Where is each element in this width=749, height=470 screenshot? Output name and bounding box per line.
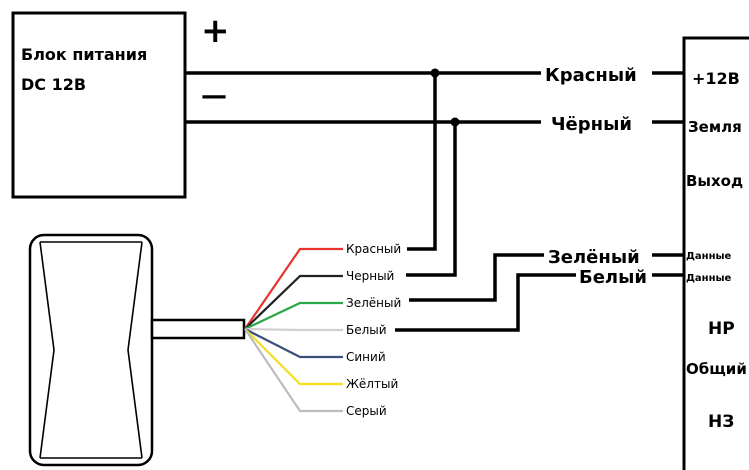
power-supply-box xyxy=(11,11,187,199)
reader-facet-right xyxy=(127,241,143,459)
reader-facet-left xyxy=(39,241,55,459)
lead-3-label: Белый xyxy=(346,323,387,337)
plus-sign: + xyxy=(201,11,230,51)
lead-4-label: Синий xyxy=(346,350,386,364)
lead-1-label: Черный xyxy=(346,269,394,283)
wire-green-main xyxy=(409,253,544,302)
lead-5-wire xyxy=(244,328,343,386)
pin-data-2: Данные xyxy=(686,273,732,284)
power-supply: Блок питания DC 12В + — xyxy=(11,11,230,199)
power-supply-title: Блок питания xyxy=(21,45,147,64)
reader-leads: КрасныйЧерныйЗелёныйБелыйСинийЖёлтыйСеры… xyxy=(244,242,401,418)
pin-data-1: Данные xyxy=(686,251,732,262)
wire-black-drop xyxy=(406,122,457,277)
lead-0-wire xyxy=(244,247,343,330)
label-green: Зелёный xyxy=(548,247,640,268)
power-supply-voltage: DC 12В xyxy=(21,75,86,94)
minus-sign: — xyxy=(201,81,227,111)
pin-no: НР xyxy=(708,319,735,339)
controller: +12В Земля Выход Данные Данные НР Общий … xyxy=(682,36,749,470)
controller-box xyxy=(682,36,749,470)
lead-2-wire xyxy=(244,301,343,330)
lead-6-wire xyxy=(244,328,343,413)
lead-4-wire xyxy=(244,328,343,359)
lead-1-wire xyxy=(244,274,343,330)
reader-body xyxy=(28,233,154,467)
lead-6-label: Серый xyxy=(346,404,387,418)
pin-nc: НЗ xyxy=(708,412,734,432)
card-reader xyxy=(28,233,246,467)
pin-12v: +12В xyxy=(692,69,740,88)
label-red: Красный xyxy=(545,65,637,86)
label-white: Белый xyxy=(579,267,647,288)
lead-0-label: Красный xyxy=(346,242,401,256)
wire-red-drop xyxy=(407,73,437,251)
reader-cable xyxy=(150,318,246,340)
pin-output: Выход xyxy=(686,172,743,190)
lead-2-label: Зелёный xyxy=(346,296,401,310)
lead-3-wire xyxy=(244,327,343,332)
pin-common: Общий xyxy=(686,360,747,378)
label-black: Чёрный xyxy=(551,114,632,135)
wire-white-main xyxy=(395,273,576,332)
lead-5-label: Жёлтый xyxy=(346,377,398,391)
pin-ground: Земля xyxy=(688,118,742,136)
